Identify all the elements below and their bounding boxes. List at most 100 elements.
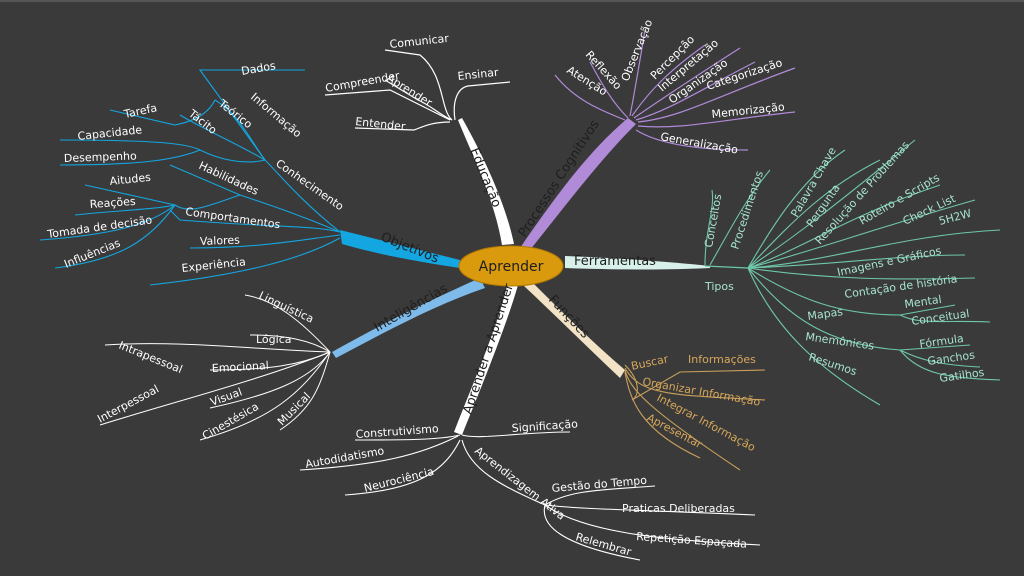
connector-line	[747, 159, 881, 269]
item-praticas: Praticas Deliberadas	[622, 502, 735, 515]
item-influencias: Influências	[62, 236, 122, 270]
connector-line	[624, 369, 741, 471]
connector-percepcao	[631, 44, 706, 117]
item-informacao: Informação	[248, 90, 304, 140]
connector-line	[179, 114, 266, 161]
connector-line	[899, 314, 991, 323]
label-educacao: Educação	[466, 146, 503, 210]
center-node[interactable]	[458, 245, 564, 287]
branch-funcoes-ribbon	[524, 280, 625, 378]
connector-line	[747, 139, 916, 269]
connector-resumos	[747, 267, 881, 406]
item-comportamentos: Comportamentos	[185, 205, 282, 231]
branch-ferramentas-ribbon	[565, 256, 710, 270]
item-procedimentos: Procedimentos	[728, 169, 766, 251]
item-generalizacao: Generalização	[659, 130, 739, 156]
item-gestao-tempo: Gestão do Tempo	[551, 474, 648, 495]
item-habilidades: Habilidades	[197, 159, 261, 198]
item-entender: Entender	[355, 115, 407, 133]
connector-line	[704, 265, 749, 269]
branch-aprender-ribbon	[454, 282, 518, 435]
item-mapas: Mapas	[807, 305, 844, 323]
item-comunicar: Comunicar	[389, 32, 450, 51]
branch-educacao	[324, 49, 511, 131]
connector-line	[59, 139, 201, 151]
item-dados: Dados	[240, 59, 277, 78]
connector-line	[747, 267, 956, 316]
connector-reflexao	[589, 61, 629, 119]
connector-line	[198, 69, 341, 233]
connector-aprender	[384, 79, 453, 121]
label-funcoes: Funções	[545, 292, 592, 341]
branch-processos-ribbon	[520, 118, 636, 250]
connector-line	[747, 199, 976, 269]
item-repeticao: Repetição Espaçada	[636, 530, 748, 551]
connector-conceitos	[704, 189, 714, 266]
branch-processos	[554, 29, 796, 151]
connector-line	[59, 149, 201, 166]
connector-line	[109, 99, 216, 126]
connector-line	[624, 367, 766, 401]
connector-line	[747, 149, 846, 269]
item-ensinar: Ensinar	[457, 66, 500, 83]
connector-line	[209, 351, 331, 409]
item-gatilhos: Gatilhos	[939, 366, 986, 385]
connector-line	[84, 184, 241, 210]
item-relembrar: Relembrar	[574, 530, 633, 558]
item-tacito: Tácito	[185, 107, 219, 138]
connector-line	[899, 349, 1001, 381]
connector-categorizacao	[637, 67, 796, 123]
connector-line	[344, 439, 461, 496]
label-aprender-a-aprender: Aprender a Aprender	[461, 281, 518, 416]
item-desempenho: Desempenho	[64, 149, 138, 165]
connector-procedimentos	[709, 169, 771, 266]
connector-line	[354, 434, 461, 441]
connector-ensinar	[453, 81, 511, 121]
connector-line	[104, 343, 331, 353]
item-buscar: Buscar	[630, 352, 670, 373]
connector-line	[189, 234, 341, 249]
connector-observacao	[629, 29, 646, 117]
item-teorico: Teórico	[215, 97, 255, 132]
connector-line	[54, 204, 176, 269]
connector-line	[169, 209, 341, 233]
connector-line	[544, 485, 656, 506]
item-reacoes: Reações	[89, 195, 136, 211]
connector-line	[199, 351, 331, 441]
item-mental: Mental	[904, 293, 943, 311]
connector-line	[747, 229, 1001, 269]
top-border	[0, 0, 1024, 2]
item-formula: Fórmula	[919, 332, 965, 351]
branch-funcoes	[624, 364, 766, 471]
label-processos: Processos Cognitivos	[516, 117, 603, 240]
connector-line	[299, 435, 459, 471]
item-tomada-decisao: Tomada de decisão	[46, 213, 154, 241]
item-conceitual: Conceitual	[911, 307, 971, 328]
connector-line	[624, 371, 701, 459]
item-valores: Valores	[200, 234, 241, 248]
connector-line	[544, 504, 756, 516]
item-emocional: Emocional	[211, 359, 269, 375]
connector-line	[461, 431, 571, 438]
item-logica: Lógica	[256, 333, 292, 346]
center-label: Aprender	[479, 259, 544, 275]
connector-memorizacao	[637, 111, 796, 128]
connector-atencao	[554, 74, 626, 121]
connector-line	[544, 504, 761, 546]
connector-line	[899, 349, 981, 368]
connector-line	[747, 267, 971, 351]
branch-objetivos	[39, 69, 341, 286]
branch-aprender	[299, 431, 761, 561]
item-informacoes: Informações	[688, 353, 756, 366]
item-tarefa: Tarefa	[122, 101, 158, 121]
branch-objetivos-ribbon	[340, 230, 460, 268]
connector-line	[199, 149, 266, 163]
item-neurociencia: Neurociência	[363, 465, 436, 495]
connector-line	[747, 184, 941, 269]
item-visual: Visual	[209, 385, 244, 408]
connector-generalizacao	[635, 129, 749, 151]
item-tipos: Tipos	[704, 280, 734, 293]
branch-ferramentas	[704, 139, 1001, 406]
connector-line	[39, 204, 176, 241]
